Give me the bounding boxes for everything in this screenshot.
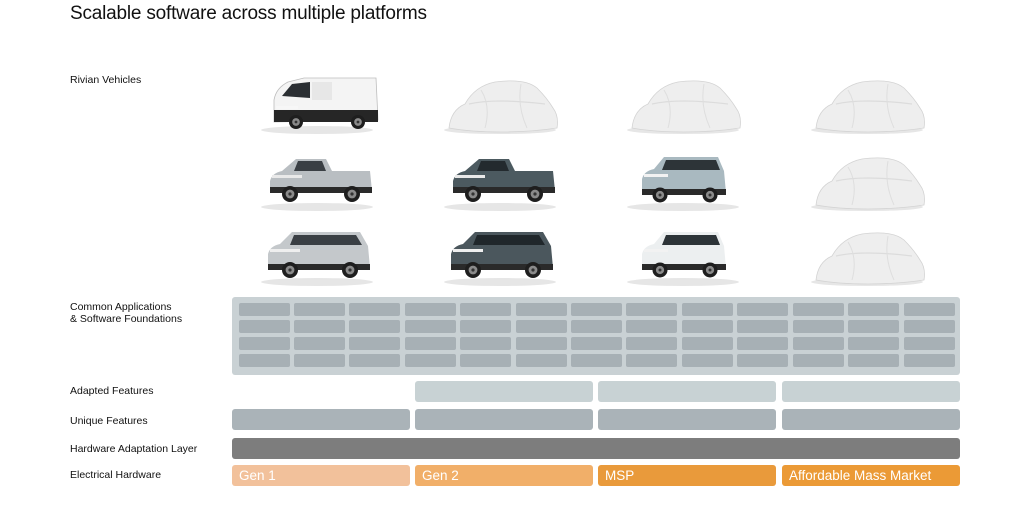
software-tile [571, 337, 622, 350]
software-tile [793, 303, 844, 316]
software-tile [349, 337, 400, 350]
software-tile [349, 354, 400, 367]
adapted-feature-bar [415, 381, 593, 402]
label-common-applications: Common Applications & Software Foundatio… [70, 301, 182, 325]
hardware-gen-2: Gen 2 [415, 465, 593, 486]
software-tile [626, 337, 677, 350]
label-rivian-vehicles: Rivian Vehicles [70, 74, 142, 86]
software-tile [682, 337, 733, 350]
software-tile [848, 337, 899, 350]
software-tile [516, 320, 567, 333]
delivery-van-image [252, 70, 382, 136]
software-tile [737, 320, 788, 333]
software-tile [793, 354, 844, 367]
software-tile [848, 354, 899, 367]
software-tile [349, 303, 400, 316]
adapted-feature-bar [782, 381, 960, 402]
software-tile [294, 354, 345, 367]
compact-suv-blue-image [618, 147, 748, 213]
truck-silver-image [252, 147, 382, 213]
software-tile [460, 354, 511, 367]
label-electrical-hardware: Electrical Hardware [70, 469, 162, 481]
software-tile [904, 354, 955, 367]
software-tile [737, 337, 788, 350]
software-tile [848, 320, 899, 333]
software-tile [239, 320, 290, 333]
adapted-feature-bar [598, 381, 776, 402]
software-tile [626, 354, 677, 367]
compact-suv-white-image [618, 222, 748, 288]
software-tile [682, 320, 733, 333]
unique-feature-bar [232, 409, 410, 430]
software-tile [793, 337, 844, 350]
software-tile [682, 303, 733, 316]
software-tile [405, 337, 456, 350]
software-tile [571, 303, 622, 316]
label-adapted-features: Adapted Features [70, 385, 154, 397]
software-tile [516, 303, 567, 316]
hardware-gen-1: Gen 1 [232, 465, 410, 486]
covered-vehicle-image [802, 222, 932, 288]
unique-feature-bar [598, 409, 776, 430]
suv-silver-image [252, 222, 382, 288]
hardware-affordable-mass-market: Affordable Mass Market [782, 465, 960, 486]
software-tile [682, 354, 733, 367]
software-tile [294, 303, 345, 316]
label-hardware-adaptation-layer: Hardware Adaptation Layer [70, 443, 198, 455]
software-tile [294, 320, 345, 333]
software-tile [626, 303, 677, 316]
hardware-msp: MSP [598, 465, 776, 486]
software-tile [349, 320, 400, 333]
software-tile [294, 337, 345, 350]
label-common-line1: Common Applications [70, 301, 172, 313]
software-tile [460, 337, 511, 350]
software-tile [737, 303, 788, 316]
suv-dark-image [435, 222, 565, 288]
software-tile [405, 303, 456, 316]
covered-vehicle-image [802, 70, 932, 136]
page-title: Scalable software across multiple platfo… [70, 3, 427, 24]
covered-vehicle-image [435, 70, 565, 136]
software-tile [904, 337, 955, 350]
software-tile [239, 303, 290, 316]
software-tile [405, 354, 456, 367]
software-tile [904, 303, 955, 316]
covered-vehicle-image [618, 70, 748, 136]
software-tile [848, 303, 899, 316]
software-tile [239, 337, 290, 350]
software-tile [904, 320, 955, 333]
software-tile [239, 354, 290, 367]
hardware-adaptation-bar [232, 438, 960, 459]
software-tile [571, 354, 622, 367]
covered-vehicle-image [802, 147, 932, 213]
software-tile [516, 354, 567, 367]
software-tile [793, 320, 844, 333]
software-tile [737, 354, 788, 367]
label-common-line2: & Software Foundations [70, 313, 183, 325]
truck-dark-image [435, 147, 565, 213]
software-tile [460, 320, 511, 333]
unique-feature-bar [782, 409, 960, 430]
software-tile [405, 320, 456, 333]
software-tile [626, 320, 677, 333]
software-tile [516, 337, 567, 350]
label-unique-features: Unique Features [70, 415, 148, 427]
software-tile [460, 303, 511, 316]
unique-feature-bar [415, 409, 593, 430]
software-tile [571, 320, 622, 333]
common-software-panel [232, 297, 960, 375]
